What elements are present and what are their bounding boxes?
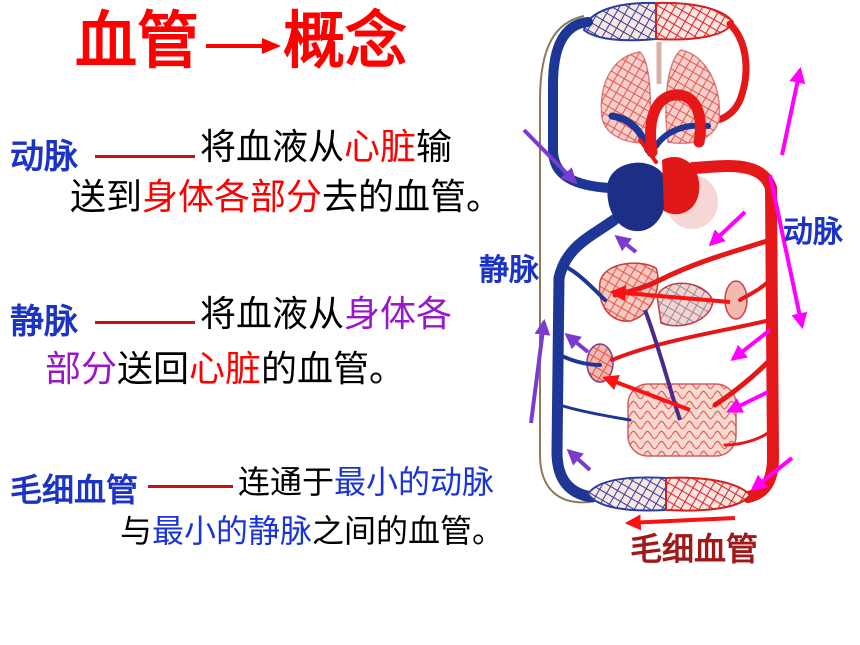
intestinal-vein xyxy=(558,403,632,422)
iliac-branch xyxy=(723,428,774,447)
capillary-flow-arrow xyxy=(602,375,691,412)
definition-text: 送回 xyxy=(117,349,190,390)
capillary-term: 毛细血管 xyxy=(10,471,139,509)
artery-connector-line xyxy=(95,155,195,158)
inferior-vena-cava xyxy=(551,214,620,503)
definition-text: 输 xyxy=(416,127,453,168)
diagram-vein-label: 静脉 xyxy=(479,253,539,288)
portal-vein xyxy=(643,309,682,421)
splenic-artery xyxy=(738,278,772,302)
capillary-flow-arrow xyxy=(609,285,731,304)
artery-flow-arrow xyxy=(726,390,769,413)
vein-flow-arrow xyxy=(564,332,590,354)
left-lung-capillaries xyxy=(601,52,651,143)
left-heart xyxy=(662,156,700,215)
leg-capillary-arterial xyxy=(665,476,752,512)
definition-text: 连通于 xyxy=(238,463,335,501)
capillary-definition-line1: 连通于最小的动脉 xyxy=(238,466,494,498)
aortic-arch xyxy=(645,89,706,158)
highlight-body-parts: 身体各 xyxy=(344,294,453,335)
highlight-body-parts: 身体各部分 xyxy=(142,177,323,218)
artery-flow-arrow xyxy=(768,174,808,330)
capillary-connector-line xyxy=(148,485,233,488)
pulmonary-vein xyxy=(638,138,658,164)
artery-term: 动脉 xyxy=(10,137,78,177)
page-title-part1: 血管 xyxy=(75,4,200,77)
diagram-artery-label: 动脉 xyxy=(783,215,843,250)
artery-flow-arrow xyxy=(730,328,772,361)
title-arrow-icon xyxy=(206,38,281,54)
vein-flow-arrow xyxy=(566,448,592,472)
right-heart xyxy=(607,162,667,232)
artery-definition-line1: 将血液从心脏输 xyxy=(200,130,452,166)
highlight-smallest-vein: 最小的静脉 xyxy=(152,512,313,550)
head-capillary-arterial xyxy=(655,1,735,41)
vein-definition-line2: 部分送回心脏的血管。 xyxy=(45,352,405,388)
mesenteric-artery xyxy=(712,357,773,408)
diagram-capillary-label: 毛细血管 xyxy=(630,530,759,568)
artery-flow-arrow xyxy=(708,210,747,247)
vein-flow-arrow xyxy=(614,235,638,254)
definition-text: 将血液从 xyxy=(200,294,345,335)
leg-capillary-venous xyxy=(586,476,667,512)
page-title-part2: 概念 xyxy=(283,4,408,77)
artery-flow-arrow xyxy=(780,66,806,156)
vein-connector-line xyxy=(95,321,195,324)
capillary-definition-line2: 与最小的静脉之间的血管。 xyxy=(120,515,504,547)
definition-text: 的血管。 xyxy=(261,349,406,390)
definition-text: 与 xyxy=(120,512,153,550)
artery-flow-arrow xyxy=(750,456,794,491)
body-outline-line xyxy=(539,15,591,504)
vein-flow-arrow xyxy=(529,318,551,424)
artery-definition-line2: 送到身体各部分去的血管。 xyxy=(70,180,502,216)
highlight-heart: 心脏 xyxy=(344,127,417,168)
renal-vein xyxy=(558,353,602,367)
renal-artery xyxy=(610,318,772,362)
head-capillary-venous xyxy=(582,1,657,42)
definition-text: 去的血管。 xyxy=(322,177,503,218)
stomach-capillaries xyxy=(657,283,713,326)
vein-flow-arrow xyxy=(522,128,578,185)
intestines-folds xyxy=(628,384,736,456)
definition-text: 之间的血管。 xyxy=(312,512,505,550)
definition-text: 将血液从 xyxy=(200,127,345,168)
vein-term: 静脉 xyxy=(10,302,78,342)
definition-text: 送到 xyxy=(70,177,143,218)
highlight-body-parts: 部分 xyxy=(45,349,118,390)
hepatic-vein xyxy=(560,263,607,302)
highlight-smallest-artery: 最小的动脉 xyxy=(334,463,495,501)
capillary-flow-arrow xyxy=(624,514,736,531)
highlight-heart: 心脏 xyxy=(189,349,262,390)
superior-vena-cava xyxy=(548,17,615,193)
vein-definition-line1: 将血液从身体各 xyxy=(200,297,452,333)
